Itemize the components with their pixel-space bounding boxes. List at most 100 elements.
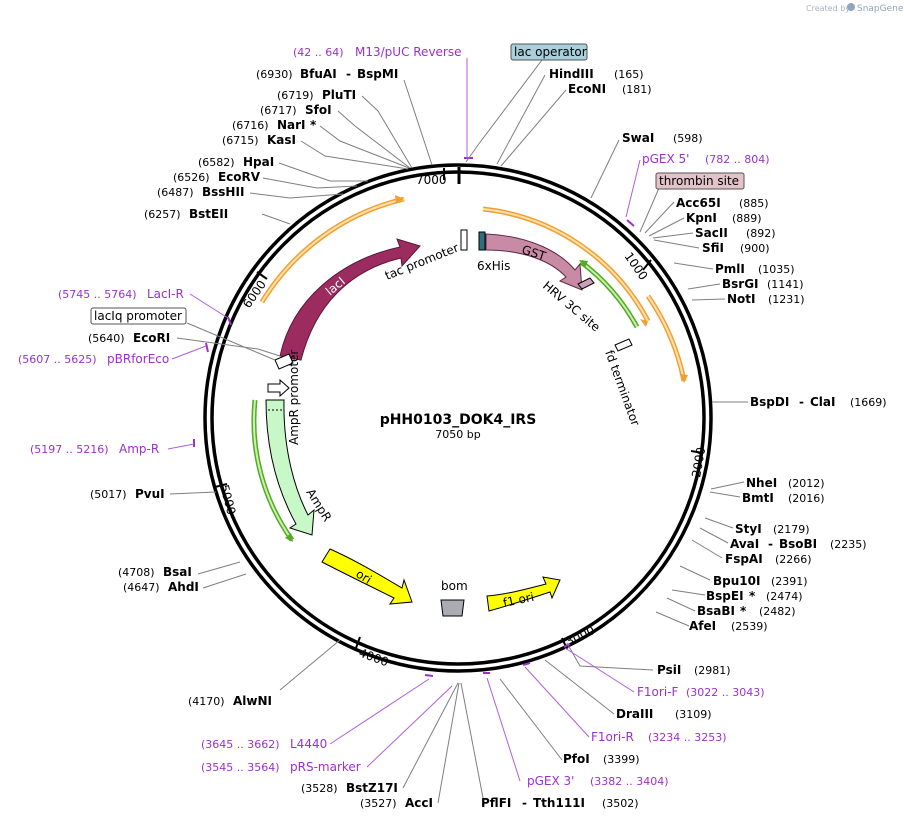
conn-ecori xyxy=(176,337,281,357)
conn-psii xyxy=(566,642,654,671)
enzyme-tth111i: Tth111I xyxy=(533,796,585,810)
primer-mark-pgex5 xyxy=(626,219,635,227)
box-thrombin-site xyxy=(655,172,745,190)
enzyme-sacii: SacII xyxy=(695,226,728,240)
primer-mark-l4440 xyxy=(424,674,434,677)
orf-arc-right-head xyxy=(680,374,688,383)
enzyme-econi: EcoNI xyxy=(568,82,606,96)
conn-kasi xyxy=(300,140,409,170)
pconn-pbrforeco xyxy=(171,345,207,360)
conn-hpai xyxy=(278,162,368,182)
box-lac-operator-label: lac operator xyxy=(514,45,587,59)
enzyme-sfoi-pos: (6717) xyxy=(260,104,297,117)
pconn-amp-r xyxy=(167,443,195,450)
snapgene-logo-icon xyxy=(847,3,855,11)
conn-acci xyxy=(437,682,460,804)
enzyme-swai-pos: (598) xyxy=(673,132,703,145)
conn-bsshii xyxy=(249,192,344,199)
enzyme-afei-pos: (2539) xyxy=(731,620,768,633)
enzyme-bsabi-mark: * xyxy=(740,604,747,618)
feature-gst-arrow xyxy=(485,233,583,291)
primer-pbrforeco-range: (5607 .. 5625) xyxy=(18,353,97,366)
enzyme-psii-pos: (2981) xyxy=(694,664,731,677)
enzyme-bsrgi-pos: (1141) xyxy=(767,278,804,291)
enzyme-noti-pos: (1231) xyxy=(768,293,805,306)
conn-styi xyxy=(704,517,734,529)
pconn-l4440 xyxy=(329,678,430,745)
feature-laci-arrow xyxy=(279,238,421,361)
primer-m13-range: (42 .. 64) xyxy=(293,46,344,59)
enzyme-bsobi: BsoBI xyxy=(779,537,817,551)
enzyme-bspei-mark: * xyxy=(749,589,756,603)
enzyme-bfuai: BfuAI xyxy=(300,67,337,81)
orf-arc-laci-head xyxy=(395,195,404,204)
enzyme-swai: SwaI xyxy=(622,131,654,145)
enzyme-bsteii: BstEII xyxy=(189,207,228,221)
box-laciq-promoter xyxy=(90,307,187,325)
conn-avai xyxy=(699,527,729,544)
enzyme-nhei-pos: (2012) xyxy=(788,477,825,490)
enzyme-sacii-pos: (892) xyxy=(746,227,776,240)
enzyme-ecori: EcoRI xyxy=(133,331,170,345)
conn-laciq xyxy=(186,322,276,361)
primer-labels: (42 .. 64) M13/pUC Reverse pGEX 5' (782 … xyxy=(18,45,770,788)
pconn-prs-marker xyxy=(366,685,453,768)
conn-pmli xyxy=(673,262,714,270)
enzyme-bsabi: BsaBI xyxy=(697,604,735,618)
primer-pgex3-name: pGEX 3' xyxy=(527,774,574,788)
enzyme-pvui-pos: (5017) xyxy=(90,488,127,501)
primer-f1ori-f-name: F1ori-F xyxy=(637,685,678,699)
conn-acc65i xyxy=(644,201,675,234)
enzyme-afei: AfeI xyxy=(689,619,716,633)
tick-4000 xyxy=(355,636,361,649)
enzyme-clai: ClaI xyxy=(810,395,835,409)
enzyme-ecorv-pos: (6526) xyxy=(173,171,210,184)
enzyme-bsai-pos: (4708) xyxy=(118,566,155,579)
feature-hrv3c-label: HRV 3C site xyxy=(540,279,603,335)
enzyme-pflfi: PflFI xyxy=(481,796,511,810)
feature-ampr-promoter-shape xyxy=(267,378,290,398)
conn-pfoi xyxy=(499,678,563,761)
enzyme-fspai-pos: (2266) xyxy=(775,553,812,566)
box-lac-operator xyxy=(510,43,588,61)
primer-marks xyxy=(193,157,635,677)
conn-kpni xyxy=(648,217,685,237)
enzyme-pflfi-sep: - xyxy=(522,796,527,810)
primer-mark-f1ori-r xyxy=(522,662,531,666)
primer-m13-name: M13/pUC Reverse xyxy=(355,45,462,59)
enzyme-bsabi-pos: (2482) xyxy=(759,605,796,618)
feature-f1ori-arrow xyxy=(486,576,561,612)
enzyme-bspei: BspEI xyxy=(706,589,744,603)
feature-6xhis-label: 6xHis xyxy=(477,259,510,273)
conn-noti xyxy=(691,298,726,301)
enzyme-bsrgi: BsrGI xyxy=(722,277,759,291)
enzyme-acci-pos: (3527) xyxy=(360,797,397,810)
enzyme-econi-pos: (181) xyxy=(622,83,652,96)
conn-lac-operator xyxy=(465,51,549,163)
enzyme-labels-left: (6930) BfuAI - BspMI (6719) PluTI (6717)… xyxy=(88,67,433,810)
enzyme-hindiii: HindIII xyxy=(549,67,594,81)
enzyme-alwni: AlwNI xyxy=(233,694,272,708)
orf-arc-green-right-inner xyxy=(580,261,638,328)
conn-bmti xyxy=(709,491,741,498)
feature-bom-shape xyxy=(440,599,465,617)
conn-thrombin xyxy=(639,187,660,233)
enzyme-acc65i: Acc65I xyxy=(676,196,721,210)
conn-alwni xyxy=(279,639,341,691)
backbone-outer xyxy=(203,163,713,673)
tick-5000 xyxy=(214,483,228,488)
enzyme-pvui: PvuI xyxy=(135,487,165,501)
primer-pgex5-name: pGEX 5' xyxy=(642,152,689,166)
conn-sfii xyxy=(653,239,700,249)
conn-bsabi xyxy=(666,597,696,612)
enzyme-ahdi-pos: (4647) xyxy=(123,581,160,594)
enzyme-bstz17i: BstZ17I xyxy=(346,781,398,795)
feature-tac-promoter-shape xyxy=(460,229,468,251)
conn-fspai xyxy=(691,539,723,559)
enzyme-fspai: FspAI xyxy=(725,552,763,566)
box-laciq-promoter-label: lacIq promoter xyxy=(94,309,182,323)
enzyme-acc65i-pos: (885) xyxy=(739,197,769,210)
orf-arc-green-right-head xyxy=(579,260,588,268)
enzyme-pluti-pos: (6719) xyxy=(277,89,314,102)
conn-ecorv xyxy=(262,177,358,189)
